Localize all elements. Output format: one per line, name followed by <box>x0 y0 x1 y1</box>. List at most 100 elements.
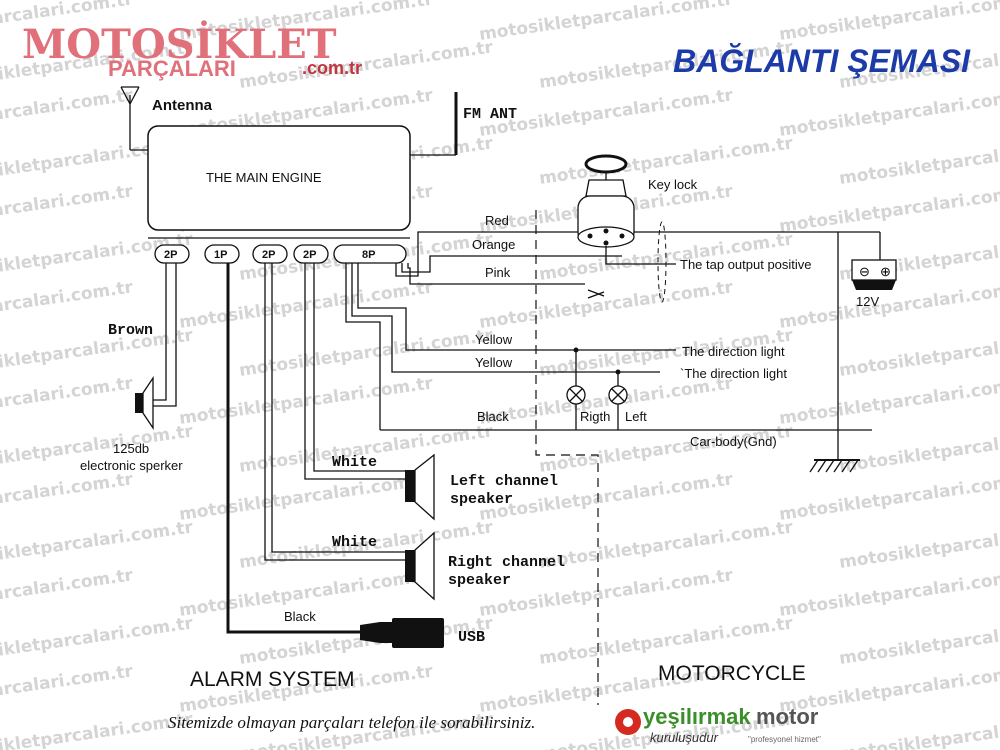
yellow2-label: Yellow <box>475 355 513 370</box>
pink-label: Pink <box>485 265 511 280</box>
svg-text:2P: 2P <box>164 249 177 261</box>
main-engine-label: THE MAIN ENGINE <box>206 170 322 185</box>
logo-domain: .com.tr <box>302 58 362 78</box>
brand-sub: kuruluşudur <box>650 730 719 745</box>
fm-ant-label: FM ANT <box>463 106 517 123</box>
right-channel-label-2: speaker <box>448 572 511 589</box>
right-speaker-icon <box>405 531 435 601</box>
antenna-label: Antenna <box>152 97 213 114</box>
logo-main: MOTOSİKLET <box>22 21 337 68</box>
logo-sub: PARÇALARI <box>108 56 236 81</box>
white-left-label: White <box>332 454 377 471</box>
connector-8p: 8P <box>333 244 407 264</box>
watermark-text: motosikletparcalari.com.tr <box>838 709 1000 750</box>
watermark-text: motosikletparcalari.com.tr <box>0 373 135 429</box>
yellow1-label: Yellow <box>475 332 513 347</box>
usb-label: USB <box>458 629 485 646</box>
watermark-text: motosikletparcalari.com.tr <box>0 85 135 141</box>
direction1-label: The direction light <box>682 344 785 359</box>
scissors-icon <box>587 289 605 299</box>
right-channel-label: Right channel <box>448 554 565 571</box>
svg-text:8P: 8P <box>362 249 375 261</box>
key-lock-sleeve <box>657 221 667 303</box>
watermark-text: motosikletparcalari.com.tr <box>838 133 1000 189</box>
watermark-text: motosikletparcalari.com.tr <box>0 517 195 573</box>
tap-output-label: The tap output positive <box>680 257 812 272</box>
watermark-text: motosikletparcalari.com.tr <box>838 613 1000 669</box>
watermark-text: motosikletparcalari.com.tr <box>238 613 495 669</box>
svg-text:2P: 2P <box>262 249 275 261</box>
watermark-text: motosikletparcalari.com.tr <box>0 709 195 750</box>
system-divider <box>535 210 599 705</box>
battery-icon: ⊖ ⊕ <box>851 259 897 290</box>
key-lock-label: Key lock <box>648 177 698 192</box>
watermark-text: motosikletparcalari.com.tr <box>478 565 735 621</box>
svg-text:2P: 2P <box>303 249 316 261</box>
watermark-text: motosikletparcalari.com.tr <box>778 565 1000 621</box>
speaker-125-sub-label: electronic sperker <box>80 458 183 473</box>
watermark-text: motosikletparcalari.com.tr <box>778 469 1000 525</box>
connector-1p: 1P <box>204 244 240 264</box>
brand-tag: "profesyonel hizmet" <box>748 735 821 744</box>
right-lamp-label: Rigth <box>580 409 610 424</box>
watermark-text: motosikletparcalari.com.tr <box>178 277 435 333</box>
usb-plug-icon <box>360 618 444 648</box>
watermark-text: motosikletparcalari.com.tr <box>478 277 735 333</box>
left-lamp-icon <box>608 385 628 405</box>
gnd-label: Car-body(Gnd) <box>690 434 777 449</box>
footer-note: Sitemizde olmayan parçaları telefon ile … <box>168 713 535 732</box>
watermark-text: motosikletparcalari.com.tr <box>838 325 1000 381</box>
fm-antenna-icon <box>410 92 458 156</box>
watermark-text: motosikletparcalari.com.tr <box>778 85 1000 141</box>
key-lock-icon <box>577 154 635 248</box>
svg-text:⊕: ⊕ <box>880 264 891 279</box>
antenna-icon <box>120 86 150 151</box>
watermark-text: motosikletparcalari.com.tr <box>178 469 435 525</box>
page-title: BAĞLANTI ŞEMASI <box>673 43 971 79</box>
watermark-text: motosikletparcalari.com.tr <box>0 181 135 237</box>
brand-logo[interactable]: yeşilırmak motor kuruluşudur "profesyone… <box>615 704 821 745</box>
watermark-text: motosikletparcalari.com.tr <box>0 469 135 525</box>
direction2-label: `The direction light <box>680 366 787 381</box>
watermark-text: motosikletparcalari.com.tr <box>778 181 1000 237</box>
watermark-text: motosikletparcalari.com.tr <box>538 613 795 669</box>
ground-icon <box>809 459 860 473</box>
connector-2p-b: 2P <box>252 244 288 264</box>
left-lamp-label: Left <box>625 409 647 424</box>
connector-2p-c: 2P <box>293 244 329 264</box>
watermark-text: motosikletparcalari.com.tr <box>178 373 435 429</box>
white-right-label: White <box>332 534 377 551</box>
svg-text:⊖: ⊖ <box>859 264 870 279</box>
watermark-text: motosikletparcalari.com.tr <box>0 661 135 717</box>
brown-label: Brown <box>108 322 153 339</box>
speaker-125-label: 125db <box>113 441 149 456</box>
black-label: Black <box>477 409 509 424</box>
motorcycle-label: MOTORCYCLE <box>658 662 806 685</box>
left-channel-label: Left channel <box>450 473 558 490</box>
watermark-text: motosikletparcalari.com.tr <box>838 517 1000 573</box>
buzzer-icon <box>135 375 154 431</box>
watermark-text: motosikletparcalari.com.tr <box>778 0 1000 45</box>
brand-name-b: motor <box>756 704 819 729</box>
watermark-text: motosikletparcalari.com.tr <box>778 373 1000 429</box>
gear-icon <box>615 709 641 735</box>
left-channel-label-2: speaker <box>450 491 513 508</box>
left-speaker-icon <box>405 453 435 521</box>
alarm-system-label: ALARM SYSTEM <box>190 668 355 691</box>
battery-label: 12V <box>856 294 879 309</box>
watermark-text: motosikletparcalari.com.tr <box>478 0 735 45</box>
watermark-text: motosikletparcalari.com.tr <box>0 613 195 669</box>
main-engine-box <box>147 125 411 231</box>
red-label: Red <box>485 213 509 228</box>
orange-label: Orange <box>472 237 515 252</box>
svg-text:1P: 1P <box>214 249 227 261</box>
watermark-text: motosikletparcalari.com.tr <box>538 517 795 573</box>
brand-name-a: yeşilırmak <box>643 704 751 729</box>
connector-2p-a: 2P <box>154 244 190 264</box>
connector-row: 2P 1P 2P 2P 8P <box>148 237 410 264</box>
watermark-text: motosikletparcalari.com.tr <box>0 565 135 621</box>
black-usb-label: Black <box>284 609 316 624</box>
right-lamp-icon <box>566 385 586 405</box>
site-logo[interactable]: MOTOSİKLET PARÇALARI .com.tr <box>22 21 362 81</box>
